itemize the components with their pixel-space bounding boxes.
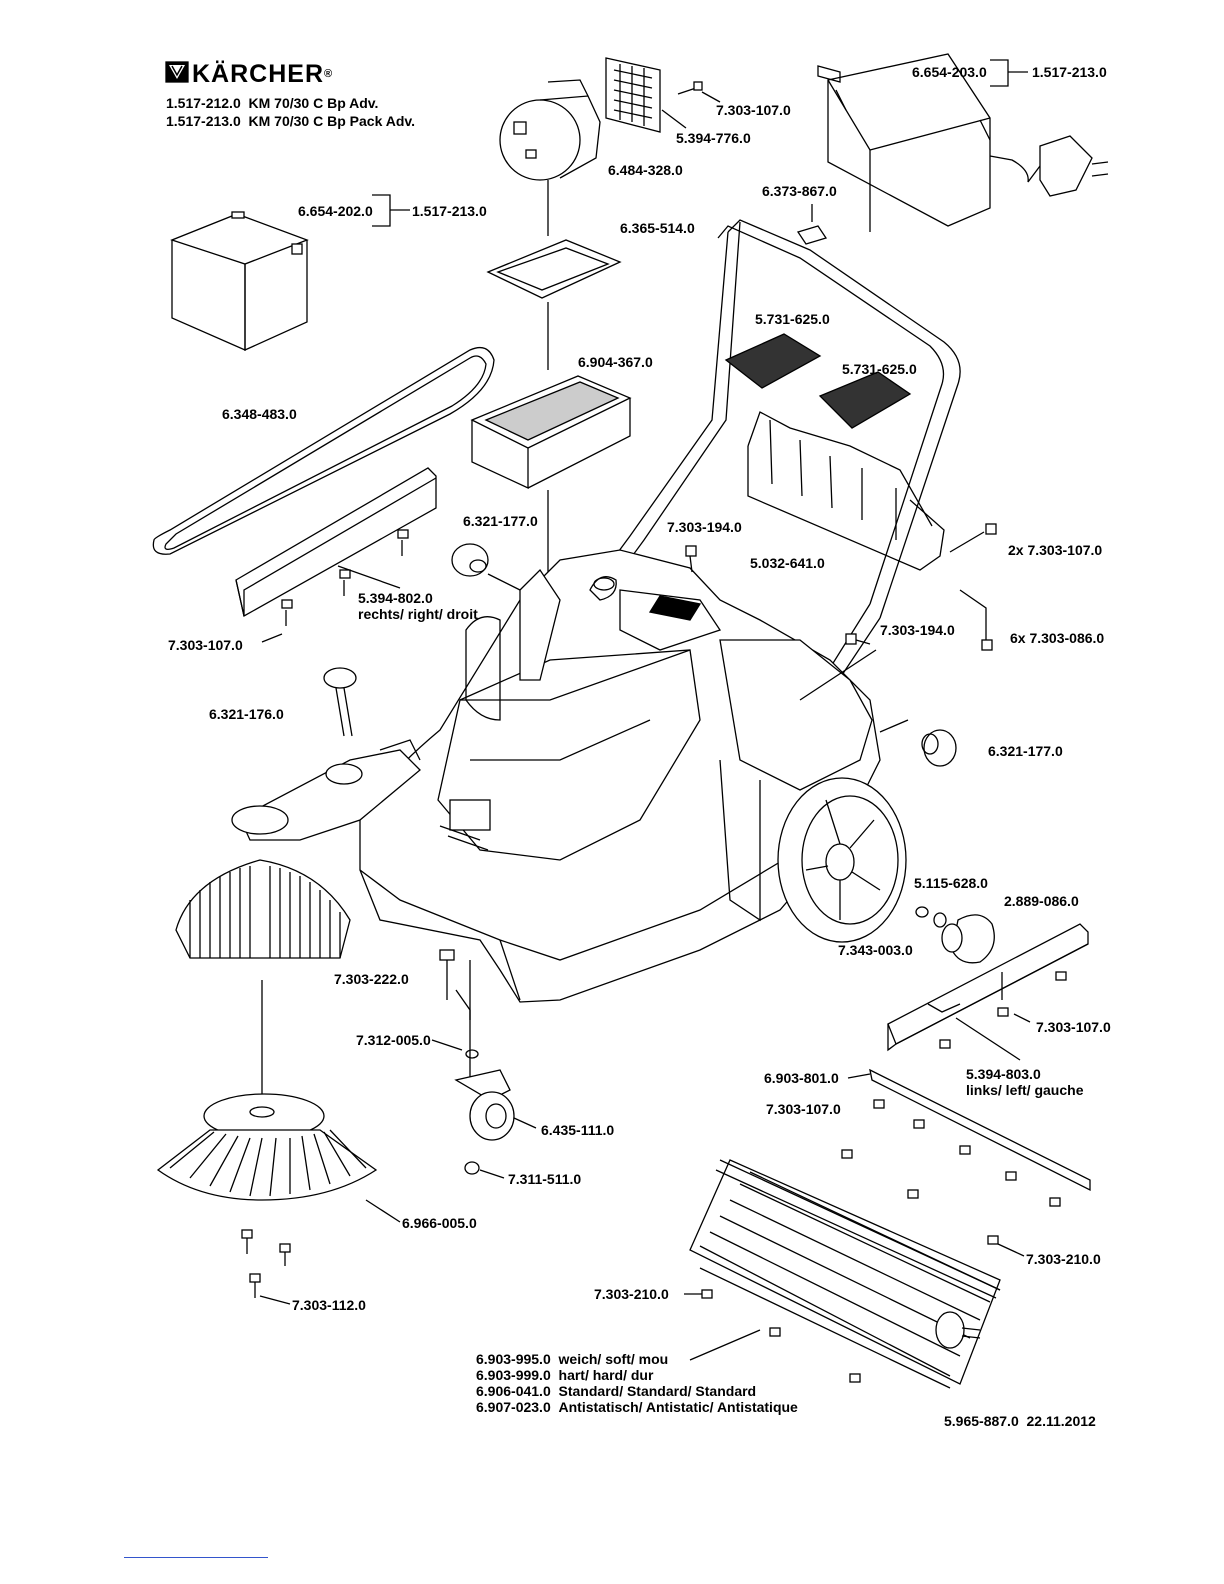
- brush-variant-row: 6.903-999.0 hart/ hard/ dur: [476, 1367, 653, 1383]
- part-label: 6.484-328.0: [608, 162, 683, 178]
- variant-desc: Standard/ Standard/ Standard: [558, 1383, 757, 1399]
- model-name: KM 70/30 C Bp Pack Adv.: [248, 113, 416, 129]
- document-date: 22.11.2012: [1026, 1413, 1096, 1429]
- dust-flap: [724, 333, 945, 571]
- charger: [817, 53, 1109, 232]
- part-label: 7.303-222.0: [334, 971, 409, 987]
- grille: [605, 57, 661, 133]
- footer-rule: [124, 1557, 268, 1558]
- model-line-1: 1.517-212.0 KM 70/30 C Bp Adv.: [166, 95, 378, 111]
- variant-desc: weich/ soft/ mou: [558, 1351, 669, 1367]
- knob-left: [451, 543, 489, 577]
- part-label: 7.312-005.0: [356, 1032, 431, 1048]
- part-label: 6.903-801.0: [764, 1070, 839, 1086]
- part-label: 5.731-625.0: [842, 361, 917, 377]
- part-label: 7.303-107.0: [716, 102, 791, 118]
- part-label: 7.303-194.0: [667, 519, 742, 535]
- part-label: 6.365-514.0: [620, 220, 695, 236]
- brand-name: KÄRCHER: [192, 60, 324, 88]
- knob-right: [921, 729, 957, 767]
- part-label: 7.303-107.0: [168, 637, 243, 653]
- model-line-2: 1.517-213.0 KM 70/30 C Bp Pack Adv.: [166, 113, 415, 129]
- karcher-logo-emblem: [165, 61, 189, 83]
- guide-strip: [847, 1068, 1091, 1192]
- sweeper-body: [359, 549, 881, 1003]
- knob-side-brush: [323, 667, 357, 737]
- side-brush-arm: [231, 739, 421, 841]
- part-label: 1.517-213.0: [412, 203, 487, 219]
- part-label: 7.311-511.0: [508, 1171, 582, 1187]
- part-label: 7.303-210.0: [1026, 1251, 1101, 1267]
- part-label: 6.654-203.0: [912, 64, 987, 80]
- part-label: 5.394-803.0: [966, 1066, 1041, 1082]
- part-label: 5.731-625.0: [755, 311, 830, 327]
- part-label: 7.303-107.0: [1036, 1019, 1111, 1035]
- side-brush-upper: [175, 859, 351, 959]
- part-label: 7.303-210.0: [594, 1286, 669, 1302]
- part-label: 6.321-177.0: [988, 743, 1063, 759]
- brush-variant-row: 6.906-041.0 Standard/ Standard/ Standard: [476, 1383, 756, 1399]
- part-label: 6.904-367.0: [578, 354, 653, 370]
- part-description: rechts/ right/ droit: [358, 606, 478, 622]
- battery: [170, 211, 309, 352]
- sealing-strip-right: [235, 467, 437, 617]
- registered-mark: ®: [324, 68, 334, 80]
- brush-variant-row: 6.907-023.0 Antistatisch/ Antistatic/ An…: [476, 1399, 798, 1415]
- part-label: 5.394-802.0: [358, 590, 433, 606]
- roller-brush: [689, 1159, 1001, 1389]
- filter-frame: [486, 239, 622, 299]
- part-label: 2.889-086.0: [1004, 893, 1079, 909]
- drive-belt: [152, 346, 495, 555]
- part-label: 7.303-194.0: [880, 622, 955, 638]
- model-code: 1.517-213.0: [166, 113, 241, 129]
- document-number: 5.965-887.0: [944, 1413, 1019, 1429]
- part-label: 6.348-483.0: [222, 406, 297, 422]
- variant-desc: Antistatisch/ Antistatic/ Antistatique: [558, 1399, 798, 1415]
- rear-wheel: [777, 777, 907, 943]
- part-label: 7.303-112.0: [292, 1297, 366, 1313]
- part-label: 6.321-176.0: [209, 706, 284, 722]
- flat-filter: [470, 375, 632, 490]
- sealing-strip-left: [887, 923, 1089, 1052]
- castor-wheel: [439, 949, 537, 1179]
- part-label: 2x 7.303-107.0: [1008, 542, 1103, 558]
- document-footer: 5.965-887.0 22.11.2012: [944, 1413, 1096, 1429]
- model-code: 1.517-212.0: [166, 95, 241, 111]
- part-label: 5.032-641.0: [750, 555, 825, 571]
- brush-variant-row: 6.903-995.0 weich/ soft/ mou: [476, 1351, 668, 1367]
- variant-code: 6.903-995.0: [476, 1351, 551, 1367]
- brand-logo: KÄRCHER®: [192, 60, 333, 88]
- part-label: 5.115-628.0: [914, 875, 988, 891]
- model-name: KM 70/30 C Bp Adv.: [248, 95, 379, 111]
- side-brush-lower: [156, 1093, 378, 1201]
- motor: [499, 79, 601, 181]
- part-label: 6x 7.303-086.0: [1010, 630, 1105, 646]
- hub-cap: [941, 914, 995, 964]
- part-label: 5.394-776.0: [676, 130, 751, 146]
- variant-code: 6.907-023.0: [476, 1399, 551, 1415]
- part-label: 6.654-202.0: [298, 203, 373, 219]
- part-description: links/ left/ gauche: [966, 1082, 1084, 1098]
- variant-code: 6.903-999.0: [476, 1367, 551, 1383]
- part-label: 6.321-177.0: [463, 513, 538, 529]
- part-label: 6.373-867.0: [762, 183, 837, 199]
- part-label: 1.517-213.0: [1032, 64, 1107, 80]
- part-label: 6.966-005.0: [402, 1215, 477, 1231]
- variant-desc: hart/ hard/ dur: [558, 1367, 654, 1383]
- part-label: 7.343-003.0: [838, 942, 913, 958]
- part-label: 6.435-111.0: [541, 1122, 615, 1138]
- variant-code: 6.906-041.0: [476, 1383, 551, 1399]
- part-label: 7.303-107.0: [766, 1101, 841, 1117]
